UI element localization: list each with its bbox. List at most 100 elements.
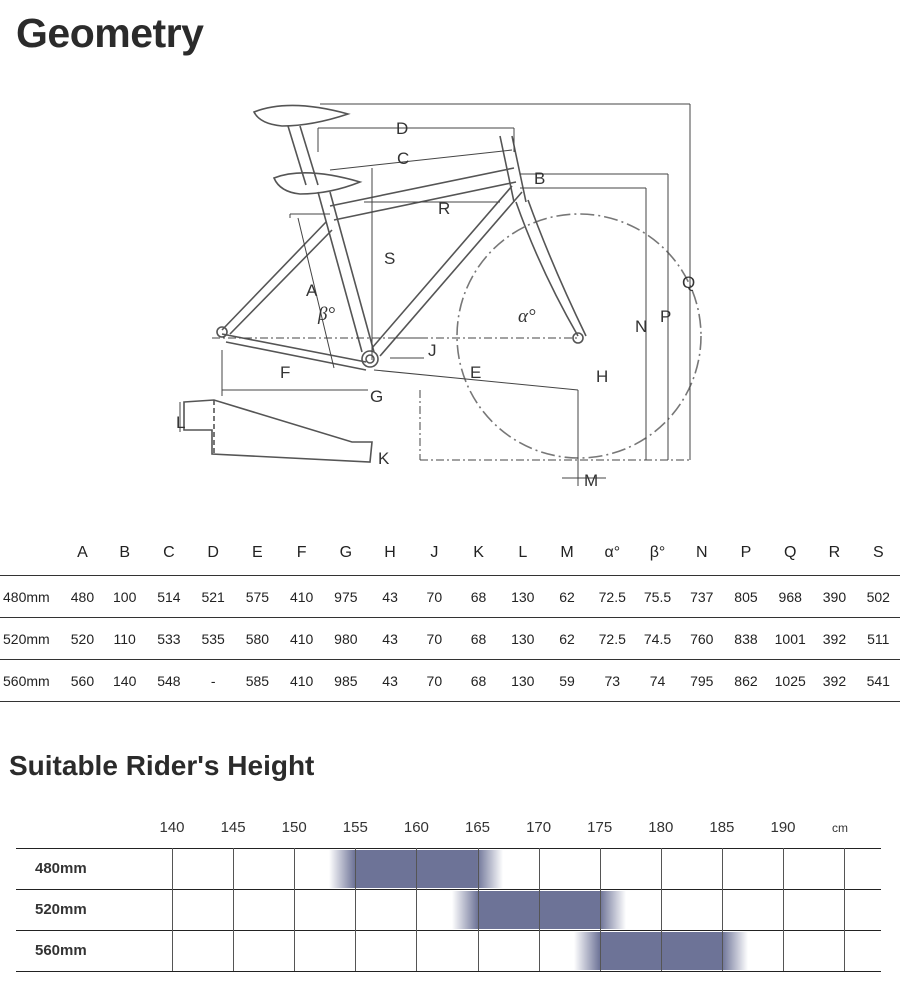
height-tick-label: 185: [709, 819, 735, 836]
label-A: A: [306, 281, 318, 300]
value-cell: 70: [412, 575, 457, 618]
label-C: C: [397, 149, 409, 168]
value-cell: 838: [723, 617, 769, 660]
value-cell: 74.5: [635, 617, 680, 660]
frame-drawing: [183, 104, 702, 463]
value-cell: 862: [723, 659, 769, 702]
height-tick-label: 170: [526, 819, 552, 836]
value-cell: 541: [856, 659, 900, 702]
column-header: A: [77, 544, 88, 561]
column-header: C: [163, 544, 175, 561]
column-header: J: [430, 544, 439, 561]
value-cell: 585: [235, 659, 280, 702]
height-tick-label: 160: [403, 819, 429, 836]
value-cell: 110: [102, 617, 147, 660]
label-E: E: [470, 363, 481, 382]
saddle-lower: [272, 172, 363, 195]
value-cell: 410: [279, 575, 324, 618]
column-header: B: [119, 544, 131, 561]
value-cell: 535: [191, 617, 236, 660]
grid-vline: [477, 848, 479, 971]
value-cell: 130: [500, 575, 545, 618]
height-row-label: 520mm: [35, 901, 87, 918]
value-cell: 410: [279, 659, 324, 702]
saddle-top: [252, 104, 351, 127]
label-S: S: [384, 249, 395, 268]
size-column-header: [0, 531, 62, 576]
value-cell: 62: [544, 575, 590, 618]
value-cell: 548: [146, 659, 192, 702]
value-cell: 68: [456, 617, 501, 660]
value-cell: 737: [679, 575, 724, 618]
value-cell: 75.5: [635, 575, 680, 618]
grid-vline: [294, 848, 296, 971]
grid-vline: [233, 848, 235, 971]
value-cell: 43: [367, 617, 413, 660]
value-cell: 70: [412, 659, 457, 702]
value-cell: 795: [679, 659, 724, 702]
dimension-lines: [179, 103, 691, 486]
section-title: Suitable Rider's Height: [9, 750, 315, 781]
height-row-label: 480mm: [35, 860, 87, 877]
grid-hline: [16, 930, 881, 931]
label-Q: Q: [682, 273, 695, 292]
grid-vline: [721, 848, 723, 971]
grid-hline: [16, 971, 881, 972]
column-header: K: [473, 544, 484, 561]
grid-vline: [355, 848, 357, 971]
value-cell: 980: [323, 617, 368, 660]
column-header: M: [560, 544, 574, 561]
label-N: N: [635, 317, 647, 336]
label-B: B: [534, 169, 545, 188]
value-cell: -: [191, 659, 236, 702]
grid-vline: [844, 848, 846, 971]
label-F: F: [280, 363, 290, 382]
value-cell: 1001: [768, 617, 813, 660]
height-tick-label: 180: [648, 819, 674, 836]
value-cell: 580: [235, 617, 280, 660]
page-title: Geometry: [16, 10, 204, 56]
column-header: N: [695, 544, 708, 561]
column-header: β°: [649, 544, 666, 561]
column-header: α°: [604, 544, 621, 561]
label-P: P: [660, 307, 671, 326]
value-cell: 130: [500, 659, 545, 702]
value-cell: 43: [367, 575, 413, 618]
frame-geometry-diagram: D C B R S A β° α° J F E H G N P Q L K M: [176, 103, 702, 490]
unit-label: cm: [832, 821, 848, 835]
label-G: G: [370, 387, 383, 406]
label-H: H: [596, 367, 608, 386]
grid-vline: [416, 848, 418, 971]
value-cell: 805: [723, 575, 769, 618]
height-tick-label: 140: [159, 819, 185, 836]
value-cell: 72.5: [589, 575, 636, 618]
label-L: L: [176, 413, 185, 432]
label-K: K: [378, 449, 390, 468]
grid-vline: [599, 848, 601, 971]
height-tick-label: 155: [342, 819, 368, 836]
label-D: D: [396, 119, 408, 138]
value-cell: 68: [456, 659, 501, 702]
column-header: G: [339, 544, 353, 561]
height-range-bar: [573, 932, 748, 970]
value-cell: 43: [367, 659, 413, 702]
height-tick-label: 175: [587, 819, 613, 836]
value-cell: 560: [62, 659, 103, 702]
value-cell: 392: [812, 659, 857, 702]
value-cell: 70: [412, 617, 457, 660]
value-cell: 410: [279, 617, 324, 660]
label-J: J: [428, 341, 437, 360]
value-cell: 62: [544, 617, 590, 660]
value-cell: 521: [191, 575, 236, 618]
label-beta: β°: [317, 304, 335, 325]
value-cell: 985: [323, 659, 368, 702]
value-cell: 514: [146, 575, 192, 618]
value-cell: 760: [679, 617, 724, 660]
grid-vline: [172, 848, 173, 971]
value-cell: 130: [500, 617, 545, 660]
size-cell: 480mm: [0, 575, 63, 618]
